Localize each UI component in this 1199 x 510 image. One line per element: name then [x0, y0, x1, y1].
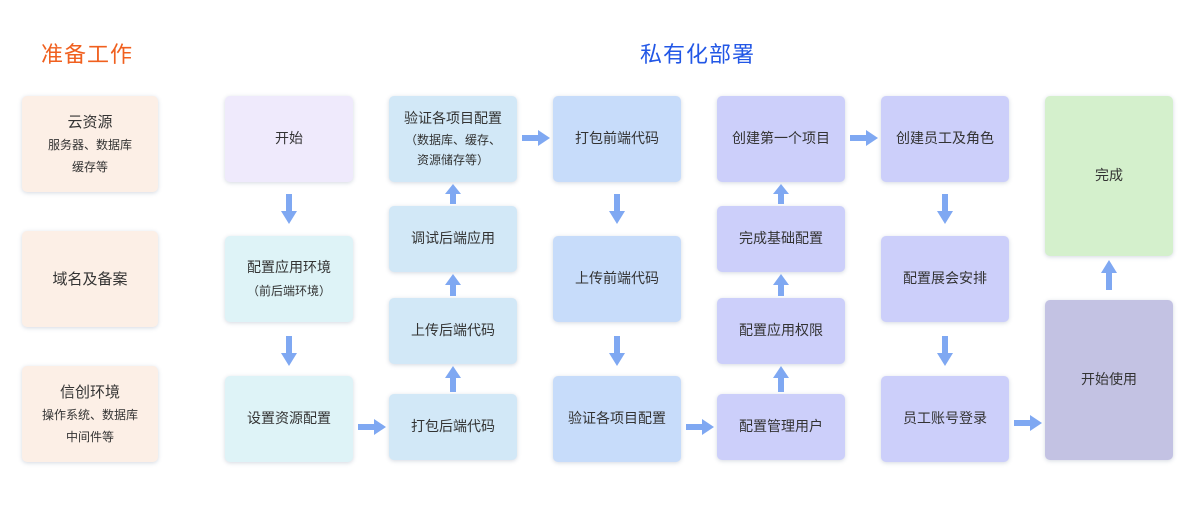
prep-title: 准备工作 [41, 43, 134, 68]
pack-frontend-box: 打包前端代码 [553, 96, 681, 182]
backend-verify-title: 验证各项目配置 [404, 111, 502, 127]
start-use-box: 开始使用 [1045, 300, 1173, 460]
upload-frontend-box: 上传前端代码 [553, 236, 681, 322]
staff-roles-box: 创建员工及角色 [881, 96, 1009, 182]
arrow-down-icon [937, 336, 953, 366]
arrow-up-icon [773, 274, 789, 296]
start-label: 开始 [275, 131, 303, 147]
arrow-right-icon [686, 419, 714, 435]
arrow-up-icon [773, 366, 789, 392]
debug-backend-box: 调试后端应用 [389, 206, 517, 272]
exhibition-schedule-label: 配置展会安排 [903, 271, 987, 287]
arrow-down-icon [609, 194, 625, 224]
create-project-box: 创建第一个项目 [717, 96, 845, 182]
basic-config-box: 完成基础配置 [717, 206, 845, 272]
start-use-label: 开始使用 [1081, 372, 1137, 388]
arrow-up-icon [773, 184, 789, 204]
xinchuang-box: 信创环境 操作系统、数据库 中间件等 [22, 366, 158, 462]
backend-verify-box: 验证各项目配置 （数据库、缓存、 资源储存等） [389, 96, 517, 182]
resource-config-box: 设置资源配置 [225, 376, 353, 462]
domain-box: 域名及备案 [22, 231, 158, 327]
pack-backend-label: 打包后端代码 [411, 419, 495, 435]
cloud-resource-line2: 缓存等 [71, 160, 108, 174]
basic-config-label: 完成基础配置 [739, 231, 823, 247]
arrow-down-icon [609, 336, 625, 366]
arrow-up-icon [1101, 260, 1117, 290]
done-box: 完成 [1045, 96, 1173, 256]
arrow-up-icon [445, 274, 461, 296]
arrow-up-icon [445, 184, 461, 204]
arrow-right-icon [522, 130, 550, 146]
arrow-right-icon [358, 419, 386, 435]
staff-login-box: 员工账号登录 [881, 376, 1009, 462]
deploy-title: 私有化部署 [640, 43, 756, 68]
arrow-down-icon [281, 194, 297, 224]
upload-frontend-label: 上传前端代码 [575, 271, 659, 287]
xinchuang-title: 信创环境 [59, 383, 120, 401]
admin-users-box: 配置管理用户 [717, 394, 845, 460]
staff-roles-label: 创建员工及角色 [896, 131, 994, 147]
xinchuang-line1: 操作系统、数据库 [41, 408, 138, 422]
cloud-resource-title: 云资源 [67, 113, 113, 131]
domain-title: 域名及备案 [52, 270, 128, 288]
arrow-right-icon [850, 130, 878, 146]
arrow-right-icon [1014, 415, 1042, 431]
resource-config-label: 设置资源配置 [247, 411, 331, 427]
create-project-label: 创建第一个项目 [732, 131, 830, 147]
config-env-title: 配置应用环境 [247, 260, 331, 276]
upload-backend-label: 上传后端代码 [411, 323, 495, 339]
frontend-verify-label: 验证各项目配置 [568, 411, 666, 427]
pack-frontend-label: 打包前端代码 [575, 131, 659, 147]
arrow-down-icon [937, 194, 953, 224]
upload-backend-box: 上传后端代码 [389, 298, 517, 364]
done-label: 完成 [1095, 168, 1123, 184]
app-permission-label: 配置应用权限 [739, 323, 823, 339]
backend-verify-line2: 资源储存等） [416, 153, 489, 167]
app-permission-box: 配置应用权限 [717, 298, 845, 364]
arrow-down-icon [281, 336, 297, 366]
exhibition-schedule-box: 配置展会安排 [881, 236, 1009, 322]
staff-login-label: 员工账号登录 [903, 411, 987, 427]
backend-verify-line1: （数据库、缓存、 [404, 133, 501, 147]
config-env-sub: （前后端环境） [246, 284, 331, 298]
config-env-box: 配置应用环境 （前后端环境） [225, 236, 353, 322]
frontend-verify-box: 验证各项目配置 [553, 376, 681, 462]
xinchuang-line2: 中间件等 [65, 430, 114, 444]
debug-backend-label: 调试后端应用 [411, 231, 495, 247]
cloud-resource-box: 云资源 服务器、数据库 缓存等 [22, 96, 158, 192]
arrow-up-icon [445, 366, 461, 392]
pack-backend-box: 打包后端代码 [389, 394, 517, 460]
admin-users-label: 配置管理用户 [739, 419, 823, 435]
start-box: 开始 [225, 96, 353, 182]
cloud-resource-line1: 服务器、数据库 [47, 138, 132, 152]
